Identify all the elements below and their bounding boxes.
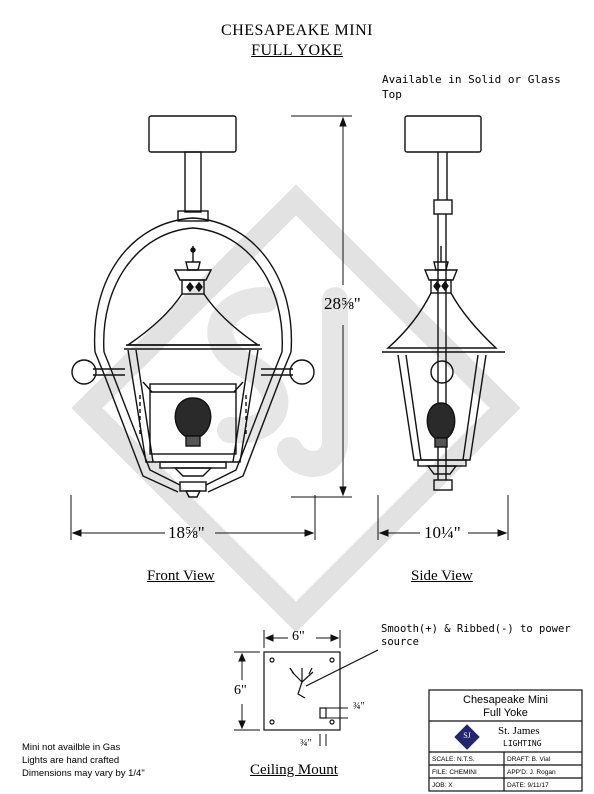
dimension-lines [70,115,509,540]
note-line: Mini not availble in Gas [22,742,121,753]
company-subtitle: LIGHTING [503,739,542,748]
mount-offset-right: ¾" [353,701,365,712]
draft-field: DRAFT: B. Vial [507,756,550,763]
mount-offset-bottom: ¾" [300,738,312,749]
file-value: CHEMINI [449,769,477,776]
product-name-line1: Chesapeake Mini [463,694,548,706]
product-name-line2: Full Yoke [483,707,528,719]
job-value: X [448,782,453,789]
approved-field: APP'D: J. Rogan [507,769,556,776]
scale-value: N.T.S. [456,756,475,763]
watermark-letters [207,287,348,477]
draft-label: DRAFT: [507,756,530,763]
power-source-callout: Smooth(+) & Ribbed(-) to power source [381,623,571,648]
note-line: Dimensions may vary by 1/4" [22,768,145,779]
title-block-product-name: Chesapeake Mini Full Yoke [429,694,582,720]
front-width-dimension: 18⅝" [168,523,205,542]
general-notes: Mini not availble in Gas Lights are hand… [22,741,192,780]
file-field: FILE: CHEMINI [432,769,477,776]
height-dimension: 28⅝" [324,294,361,313]
watermark-logo [71,184,521,633]
file-label: FILE: [432,769,448,776]
company-logo-mark: SJ [463,731,471,740]
title-block-frame [428,689,583,792]
drawing-title-line2: FULL YOKE [251,42,343,59]
date-value: 9/11/17 [527,782,549,789]
title-block-logo [454,724,480,750]
mount-dimension-lines [234,630,348,746]
draft-value: B. Vial [531,756,551,763]
availability-note: Available in Solid or Glass Top [382,73,561,101]
front-view-drawing [71,115,315,498]
mount-width-dimension: 6" [292,629,305,644]
ceiling-mount-drawing [263,649,379,731]
company-name: St. James [498,725,540,737]
approved-label: APP'D: [507,769,528,776]
note-line: Lights are hand crafted [22,755,120,766]
front-view-label: Front View [147,568,215,584]
side-view-drawing [382,115,505,491]
drawing-title-line1: CHESAPEAKE MINI [221,22,373,39]
side-width-dimension: 10¼" [424,523,461,542]
job-label: JOB: [432,782,447,789]
scale-field: SCALE: N.T.S. [432,756,475,763]
date-field: DATE: 9/11/17 [507,782,549,789]
job-field: JOB: X [432,782,453,789]
side-view-label: Side View [411,568,473,584]
ceiling-mount-label: Ceiling Mount [250,762,338,778]
date-label: DATE: [507,782,526,789]
scale-label: SCALE: [432,756,456,763]
approved-value: J. Rogan [529,769,556,776]
mount-height-dimension: 6" [234,683,247,698]
